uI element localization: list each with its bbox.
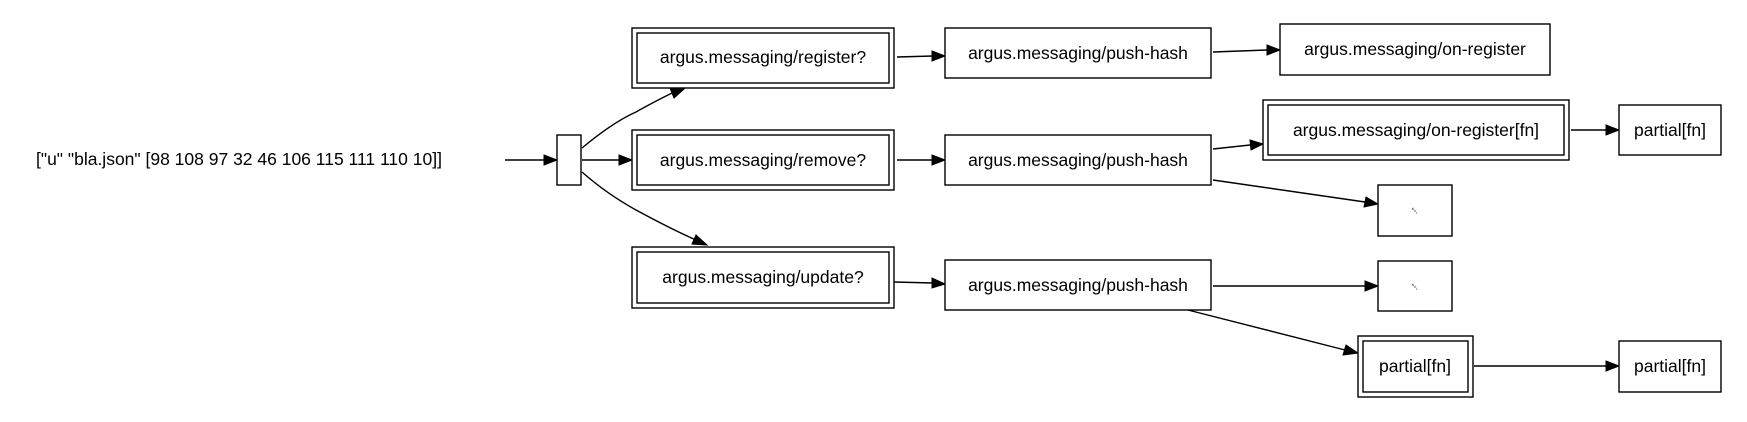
remove-predicate-node: argus.messaging/remove?: [631, 129, 895, 191]
push-hash-node-1: argus.messaging/push-hash: [944, 27, 1212, 79]
on-register-label: argus.messaging/on-register: [1304, 39, 1526, 59]
splitter-node: [556, 134, 582, 186]
nodes: ["u" "bla.json" [98 108 97 32 46 106 115…: [36, 23, 1722, 398]
partial-fn-node-3: partial[fn]: [1618, 340, 1722, 393]
arrow-head: [618, 154, 634, 166]
unknown-glyph-label-2: ␀: [1411, 283, 1418, 293]
arrow-head: [931, 277, 947, 289]
push-hash-label-3: argus.messaging/push-hash: [968, 275, 1188, 295]
arrow-head: [1605, 360, 1621, 372]
remove-predicate-label: argus.messaging/remove?: [660, 150, 866, 170]
arrow-head: [1342, 344, 1360, 356]
arrow-head: [931, 154, 947, 166]
unknown-glyph-label-1: ␀: [1411, 207, 1418, 217]
arrow-head: [1605, 124, 1621, 136]
edges: [505, 44, 1621, 372]
push-hash-node-3: argus.messaging/push-hash: [944, 259, 1212, 311]
unknown-glyph-node-2: ␀: [1377, 260, 1453, 312]
arrow-head: [543, 154, 559, 166]
partial-fn-label-3: partial[fn]: [1634, 356, 1706, 376]
arrow-head: [1363, 196, 1380, 208]
input-label: ["u" "bla.json" [98 108 97 32 46 106 115…: [36, 149, 442, 169]
push-hash-node-2: argus.messaging/push-hash: [944, 134, 1212, 186]
edge-splitter-to-update: [581, 171, 697, 241]
partial-fn-node-2: partial[fn]: [1357, 335, 1474, 398]
arrow-head: [669, 87, 686, 99]
partial-fn-node-1: partial[fn]: [1618, 104, 1722, 156]
partial-fn-label-2: partial[fn]: [1379, 356, 1451, 376]
arrow-head: [1266, 44, 1282, 56]
update-predicate-label: argus.messaging/update?: [662, 267, 864, 287]
on-register-fn-node: argus.messaging/on-register[fn]: [1262, 99, 1570, 161]
update-predicate-node: argus.messaging/update?: [631, 246, 895, 309]
arrow-head: [691, 234, 709, 246]
arrow-head: [931, 50, 947, 62]
edge-pushhash2-to-glyph1: [1212, 179, 1366, 203]
register-predicate-label: argus.messaging/register?: [660, 47, 866, 67]
register-predicate-node: argus.messaging/register?: [631, 27, 895, 89]
edge-pushhash3-to-partial2: [1183, 308, 1346, 351]
edge-update-to-pushhash3: [893, 281, 934, 284]
push-hash-label-2: argus.messaging/push-hash: [968, 150, 1188, 170]
unknown-glyph-node-1: ␀: [1377, 184, 1453, 237]
partial-fn-label-1: partial[fn]: [1634, 120, 1706, 140]
edge-pushhash1-to-onregister: [1212, 49, 1268, 53]
on-register-node: argus.messaging/on-register: [1279, 23, 1551, 76]
push-hash-label-1: argus.messaging/push-hash: [968, 43, 1188, 63]
arrow-head: [1249, 139, 1265, 151]
edge-splitter-to-register: [581, 92, 673, 149]
edge-register-to-pushhash1: [896, 55, 934, 58]
edge-pushhash2-to-onregisterfn: [1212, 144, 1251, 150]
on-register-fn-label: argus.messaging/on-register[fn]: [1293, 120, 1539, 140]
arrow-head: [1364, 280, 1380, 292]
